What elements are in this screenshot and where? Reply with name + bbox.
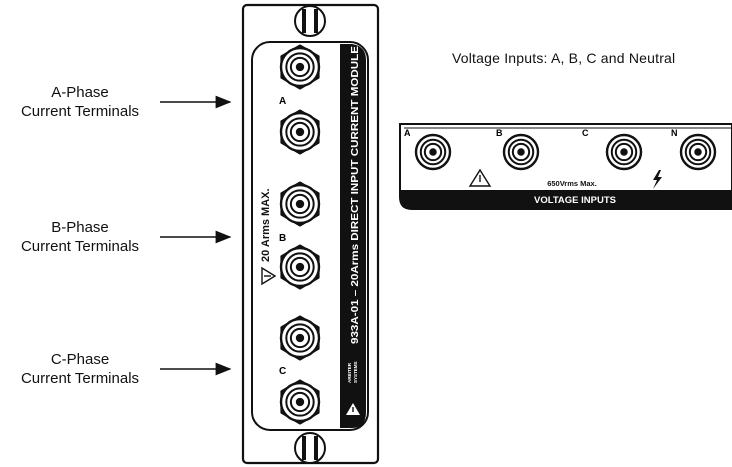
lightning-bolt-icon [653, 170, 662, 189]
current-terminals [279, 44, 321, 425]
callout-c-line1: C-Phase [50, 351, 110, 368]
callout-b-line1: B-Phase [51, 219, 109, 236]
top-screw-icon [294, 5, 326, 37]
terminal-a-2[interactable] [279, 109, 321, 155]
terminal-b-1[interactable] [279, 181, 321, 227]
callout-a-phase: A-Phase Current Terminals [0, 83, 175, 121]
voltage-label-a: A [404, 128, 411, 138]
voltage-rating-label: 650Vrms Max. [547, 179, 597, 188]
voltage-footer-label: VOLTAGE INPUTS [534, 195, 616, 206]
terminal-a-1[interactable] [279, 44, 321, 90]
max-current-label: 20 Arms MAX. [260, 188, 272, 262]
current-module: 933A-01 – 20Arms DIRECT INPUT CURRENT MO… [241, 3, 380, 465]
voltage-terminal-c[interactable] [605, 133, 643, 171]
callout-a-line2: Current Terminals [20, 103, 140, 120]
voltage-panel: VOLTAGE INPUTS 650Vrms Max. A B C N [399, 123, 732, 210]
phase-label-b: B [279, 233, 286, 244]
voltage-terminal-a[interactable] [414, 133, 452, 171]
voltage-label-c: C [582, 128, 589, 138]
bottom-screw-icon [294, 432, 326, 464]
terminal-c-2[interactable] [279, 379, 321, 425]
voltage-warning-icon [468, 168, 492, 187]
callout-c-line2: Current Terminals [20, 370, 140, 387]
brand-line1: ARBITER [347, 362, 352, 383]
terminal-c-1[interactable] [279, 315, 321, 361]
callout-a-line1: A-Phase [51, 84, 109, 101]
voltage-terminal-n[interactable] [679, 133, 717, 171]
callout-b-phase: B-Phase Current Terminals [0, 218, 175, 256]
voltage-terminals [414, 133, 717, 171]
module-warning-icon [261, 266, 277, 286]
band-warning-icon [346, 403, 360, 415]
callout-c-phase: C-Phase Current Terminals [0, 350, 175, 388]
voltage-terminal-b[interactable] [502, 133, 540, 171]
voltage-label-b: B [496, 128, 503, 138]
phase-label-a: A [279, 96, 286, 107]
terminal-b-2[interactable] [279, 244, 321, 290]
phase-label-c: C [279, 366, 286, 377]
voltage-label-n: N [671, 128, 678, 138]
brand-line2: SYSTEMS [353, 361, 358, 383]
callout-b-line2: Current Terminals [20, 238, 140, 255]
module-side-label: 933A-01 – 20Arms DIRECT INPUT CURRENT MO… [349, 46, 361, 344]
voltage-inputs-heading: Voltage Inputs: A, B, C and Neutral [452, 50, 676, 66]
